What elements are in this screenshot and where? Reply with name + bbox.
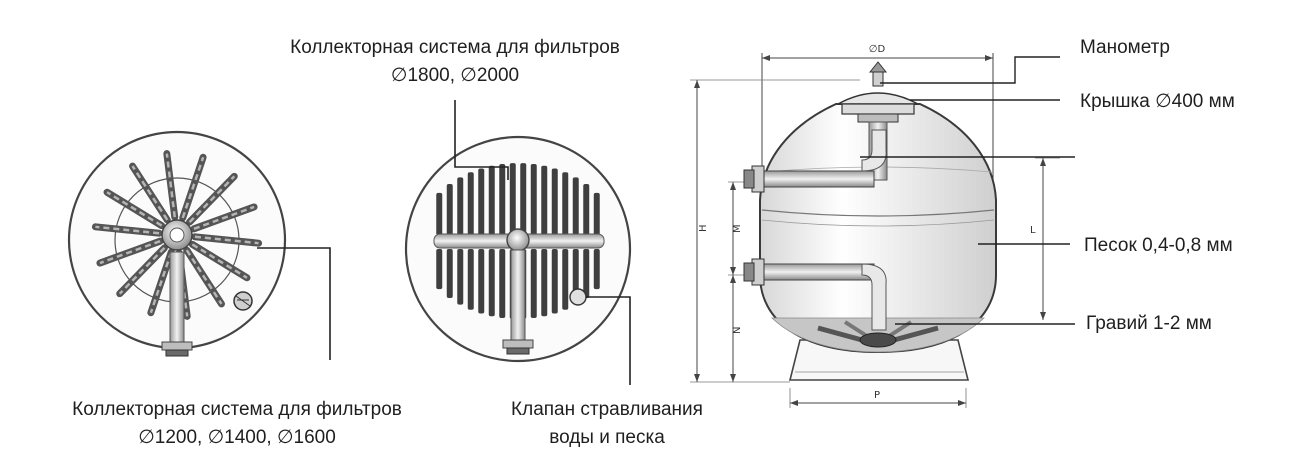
radial-lateral-slots — [165, 153, 177, 218]
radial-lateral-slots — [193, 205, 255, 231]
dim-label-diameter: ∅D — [869, 44, 886, 55]
comb-lateral — [467, 249, 474, 310]
label-manometer: Манометр — [1080, 37, 1170, 58]
comb-lateral — [436, 192, 443, 235]
outlet-flange-middle — [502, 339, 534, 349]
bottom-collector — [817, 320, 939, 348]
comb-lateral — [478, 249, 485, 314]
leader-comb-collector — [454, 100, 509, 180]
comb-lateral — [499, 249, 506, 319]
comb-lateral — [488, 249, 495, 317]
leader-drain-valve — [586, 296, 631, 385]
label-comb-collector-line1: Коллекторная система для фильтров — [290, 37, 620, 58]
radial-lateral-slots — [149, 251, 173, 314]
comb-lateral — [562, 172, 569, 235]
comb-lateral — [562, 249, 569, 310]
label-radial-collector: Коллекторная система для фильтров ∅1200,… — [52, 396, 422, 452]
radial-lateral-slots — [106, 191, 163, 227]
dim-label-l: L — [1030, 225, 1036, 236]
dim-label-n: N — [732, 327, 743, 334]
label-drain-valve-line1: Клапан стравливания — [511, 399, 703, 420]
label-sand: Песок 0,4-0,8 мм — [1084, 235, 1233, 256]
label-radial-collector-line1: Коллекторная система для фильтров — [72, 399, 402, 420]
leader-manometer — [880, 56, 1060, 84]
comb-lateral — [488, 165, 495, 235]
comb-lateral — [457, 249, 464, 305]
label-drain-valve: Клапан стравливания воды и песка — [492, 396, 722, 452]
label-lid: Крышка ∅400 мм — [1080, 91, 1235, 112]
outlet-flange-base-left — [165, 349, 189, 357]
collector-pipe-left — [169, 251, 185, 343]
comb-lateral — [583, 183, 590, 235]
drain-valve-middle — [569, 288, 587, 306]
radial-lateral-slots — [118, 247, 166, 295]
comb-lateral — [572, 177, 579, 235]
comb-lateral — [551, 168, 558, 235]
comb-lateral — [436, 249, 443, 290]
radial-lateral-slots — [99, 239, 161, 265]
dim-label-p: P — [874, 390, 880, 401]
outlet-pipe-lower — [761, 263, 875, 281]
manometer-stem — [872, 71, 884, 87]
comb-lateral — [593, 192, 600, 235]
radial-lateral-slots — [185, 249, 223, 305]
radial-lateral-slots — [191, 243, 248, 279]
dim-label-height: H — [698, 224, 709, 232]
label-drain-valve-line2: воды и песка — [549, 427, 665, 448]
comb-lateral — [583, 249, 590, 299]
radial-lateral-slots — [181, 156, 205, 219]
collector-pipe-middle — [510, 249, 526, 341]
radial-lateral-slots — [188, 175, 236, 223]
comb-lateral — [446, 183, 453, 235]
comb-lateral — [478, 168, 485, 235]
comb-lateral — [551, 249, 558, 314]
label-gravel: Гравий 1-2 мм — [1086, 313, 1212, 334]
outlet-flange-base-middle — [506, 347, 530, 355]
comb-lateral — [520, 163, 527, 235]
comb-collector-view — [404, 100, 632, 385]
comb-lateral — [593, 249, 600, 290]
dim-label-m: M — [732, 224, 743, 233]
comb-lateral — [541, 165, 548, 235]
comb-lateral — [467, 172, 474, 235]
comb-lateral — [530, 249, 537, 319]
label-comb-collector: Коллекторная система для фильтров ∅1800,… — [270, 34, 640, 90]
radial-lateral-slots — [95, 225, 160, 235]
radial-lateral-slots — [131, 165, 169, 221]
comb-lateral — [457, 177, 464, 235]
radial-collector-view — [67, 130, 331, 360]
radial-laterals — [91, 150, 263, 320]
radial-lateral-slots — [194, 235, 259, 245]
tank-side-view: ∅D H M N L P — [690, 44, 1075, 408]
comb-lateral — [509, 163, 516, 235]
collector-hub-middle — [506, 228, 530, 252]
label-comb-collector-line2: ∅1800, ∅2000 — [390, 65, 520, 86]
outlet-flange-left — [161, 341, 193, 351]
comb-lateral — [530, 163, 537, 235]
label-radial-collector-line2: ∅1200, ∅1400, ∅1600 — [138, 427, 336, 448]
inlet-pipe-upper — [761, 170, 875, 188]
tank-lid — [837, 92, 919, 105]
comb-lateral — [541, 249, 548, 317]
leader-radial-collector — [257, 247, 331, 360]
comb-lateral — [446, 249, 453, 299]
collector-hub-inner-left — [169, 227, 185, 243]
manometer — [868, 61, 888, 73]
comb-lateral — [499, 163, 506, 235]
